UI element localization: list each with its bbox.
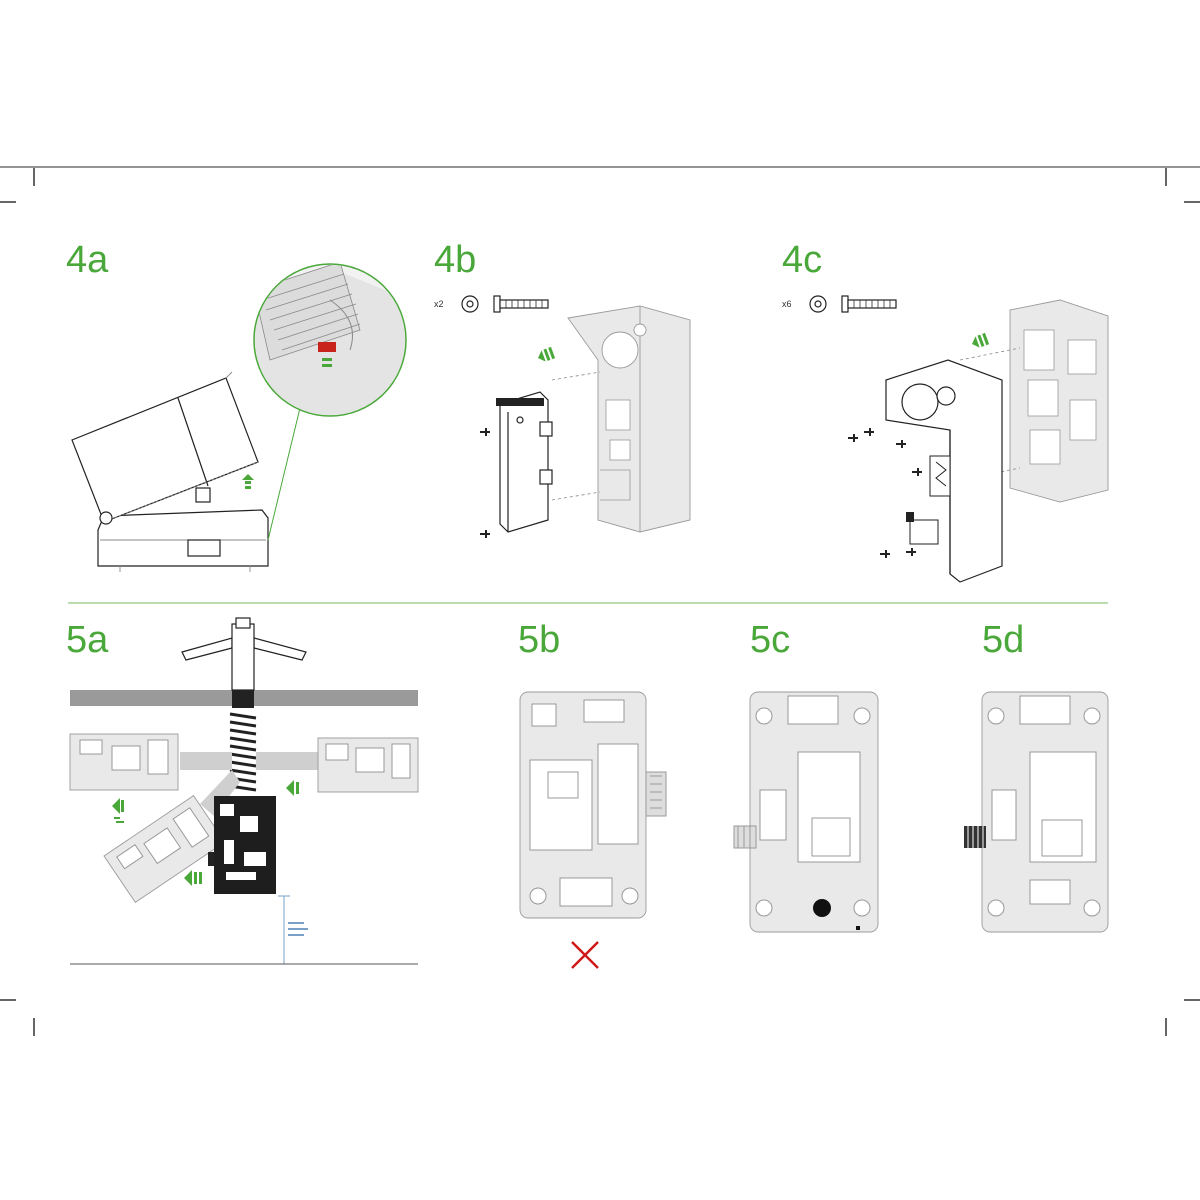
- figure-5d: [964, 691, 1109, 933]
- push-direction-icon: [538, 346, 556, 362]
- step-label-5d: 5d: [982, 619, 1024, 661]
- step-label-5c: 5c: [750, 619, 790, 661]
- quantity-4c: x6: [782, 299, 792, 309]
- step-label-5b: 5b: [518, 619, 560, 661]
- push-direction-icon: [112, 798, 124, 823]
- cross-icon: [571, 941, 599, 969]
- release-tab: [318, 342, 336, 352]
- push-direction-icon: [242, 474, 254, 489]
- push-direction-icon: [972, 332, 990, 348]
- crop-marks: [0, 166, 1200, 1036]
- figure-5c: [733, 691, 879, 933]
- figure-4b: x2: [434, 295, 691, 538]
- drill-bit-icon: [229, 690, 257, 792]
- figure-5b: [519, 691, 667, 969]
- washer-icon: [809, 295, 827, 313]
- screw-icon: [841, 295, 897, 313]
- step-label-4a: 4a: [66, 239, 109, 281]
- figure-5a: [69, 617, 419, 965]
- step-label-4b: 4b: [434, 239, 476, 281]
- step-label-4c: 4c: [782, 239, 822, 281]
- step-label-5a: 5a: [66, 619, 109, 661]
- quantity-4b: x2: [434, 299, 444, 309]
- push-direction-icon: [184, 870, 202, 886]
- push-direction-icon: [286, 780, 299, 796]
- drill-bit-icon: [964, 826, 986, 848]
- washer-icon: [461, 295, 479, 313]
- figure-4c: x6: [782, 295, 1109, 583]
- screw-icon: [493, 295, 549, 313]
- figure-4a: [71, 263, 407, 572]
